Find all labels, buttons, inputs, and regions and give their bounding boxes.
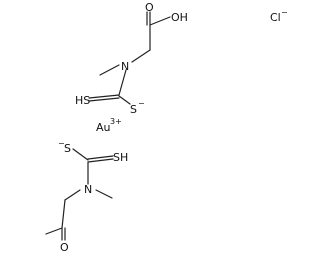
upper-nitrogen-label: N: [121, 60, 129, 73]
upper-thiol-s-label: HS: [75, 94, 90, 107]
upper-ligand-atoms: O OH N HS S −: [75, 1, 188, 116]
gold-symbol: Au: [96, 121, 111, 134]
lower-thiol-s-label: SH: [113, 151, 128, 164]
chloride-ion: Cl −: [270, 8, 288, 24]
bond-lower-n-ch3: [95, 189, 113, 199]
bond-upper-n-c: [118, 69, 127, 96]
lower-ligand-bonds: [45, 148, 114, 241]
bond-lower-s-c: [72, 148, 89, 161]
chloride-charge: −: [281, 8, 288, 17]
upper-acid-o-label: O: [145, 1, 154, 14]
structure-canvas: Cl − O OH N HS S − Au 3+ S − SH N O: [45, 1, 288, 254]
bond-lower-c-s-double-2: [87, 158, 114, 163]
lower-nitrogen-label: N: [84, 183, 92, 196]
lower-acid-o-label: O: [60, 241, 69, 254]
bond-upper-c-s: [118, 95, 131, 105]
lower-ligand-atoms: S − SH N O: [58, 139, 128, 254]
bond-upper-n-ch3: [99, 64, 120, 76]
structure-diagram: Cl − O OH N HS S − Au 3+ S − SH N O: [45, 1, 288, 254]
bond-upper-c-s-double-2: [88, 97, 120, 102]
bond-upper-ch2-n: [131, 49, 151, 63]
bond-upper-c-oh: [149, 16, 171, 26]
chloride-symbol: Cl: [270, 11, 281, 24]
bond-lower-c-ho: [45, 227, 63, 235]
upper-ligand-bonds: [88, 11, 171, 105]
gold-charge: 3+: [110, 117, 122, 126]
gold-center: Au 3+: [96, 117, 122, 134]
lower-thiolate-charge: −: [58, 139, 65, 148]
bond-upper-c-s-double-1: [88, 94, 120, 99]
lower-thiolate-s-label: S: [64, 142, 71, 155]
bond-lower-c-s-double-1: [87, 155, 114, 160]
upper-acid-oh-label: OH: [171, 11, 188, 24]
bond-lower-ch2-c: [61, 199, 66, 229]
bond-lower-n-ch2: [64, 189, 81, 201]
upper-thiolate-s-label: S: [130, 103, 137, 116]
upper-thiolate-charge: −: [138, 99, 145, 108]
